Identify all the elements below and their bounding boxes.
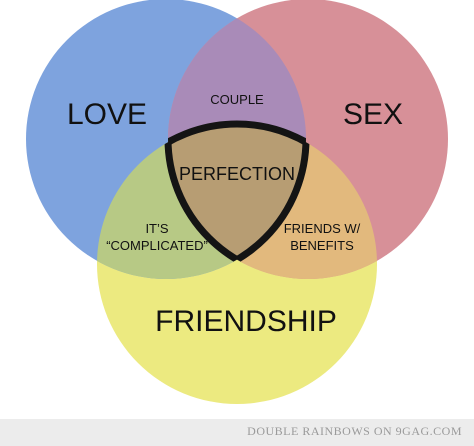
friends-with-benefits-label-line1: FRIENDS W/ bbox=[284, 221, 361, 236]
perfection-outline-friendship bbox=[168, 120, 306, 279]
footer-bar: DOUBLE RAINBOWS ON 9GAG.COM bbox=[0, 419, 474, 446]
friends-with-benefits-label-line2: BENEFITS bbox=[290, 238, 354, 253]
complicated-label-line1: IT’S bbox=[145, 221, 168, 236]
sex-label: SEX bbox=[343, 98, 403, 131]
footer-credit: DOUBLE RAINBOWS ON 9GAG.COM bbox=[247, 424, 462, 438]
perfection-label: PERFECTION bbox=[179, 164, 295, 184]
love-label: LOVE bbox=[67, 98, 147, 131]
couple-label: COUPLE bbox=[210, 92, 264, 107]
friendship-label: FRIENDSHIP bbox=[155, 305, 337, 338]
complicated-label-line2: “COMPLICATED” bbox=[106, 238, 208, 253]
